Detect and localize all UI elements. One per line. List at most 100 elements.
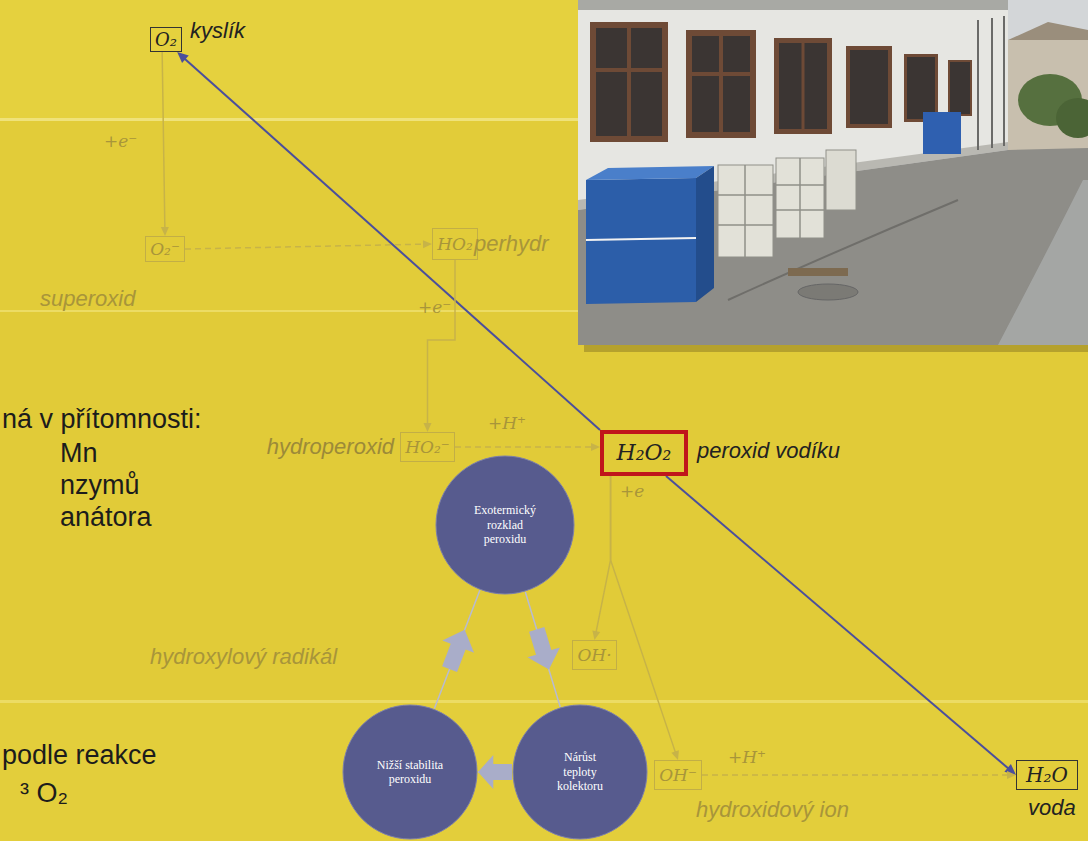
cycle-arrow [478, 755, 512, 789]
photo-scene [904, 54, 938, 122]
water-box: H₂Ovoda [1016, 760, 1078, 790]
photo-scene [907, 57, 935, 119]
background-band [0, 312, 1088, 700]
reaction-step-label: +H⁺ [728, 748, 766, 767]
bullet-text: nzymů [60, 470, 140, 501]
species-name: hydroxidový ion [696, 797, 849, 822]
slide-text: ná v přítomnosti: [2, 404, 202, 435]
photo-scene [799, 158, 801, 238]
arrowhead [1004, 764, 1016, 775]
photo-scene [950, 62, 970, 114]
hydroxyl-radical-box: OH·hydroxylový radikál [572, 640, 617, 670]
arrowhead [591, 443, 600, 451]
arrowhead [423, 240, 432, 248]
circle-text-area: Exotermický rozklad peroxidu [435, 455, 575, 595]
oxygen-box: O₂kyslík [150, 27, 182, 52]
cycle-circle: Nárůst teploty kolektoru [512, 704, 648, 840]
reaction-arrow [666, 476, 1016, 775]
reaction-step-label: +e⁻ [104, 132, 137, 151]
species-name: hydroxylový radikál [150, 644, 337, 669]
formula-text: O₂⁻ [150, 241, 180, 258]
circle-shape [436, 456, 574, 594]
species-name: superoxid [40, 286, 135, 311]
photo-scene [923, 112, 961, 154]
arrowhead [424, 423, 432, 432]
cycle-arrow [525, 592, 560, 707]
reaction-arrow [424, 260, 456, 432]
perhydroxyl-box: HO₂perhydr [432, 228, 478, 260]
arrowhead [671, 750, 679, 760]
arrowhead [161, 227, 169, 236]
photo-scene [788, 268, 848, 276]
reaction-step-label: +H⁺ [488, 414, 526, 433]
superoxide-box: O₂⁻superoxid [145, 236, 185, 262]
reaction-step-label: +e [620, 482, 644, 501]
slide-text: podle reakce [2, 740, 157, 771]
photo-scene [586, 178, 696, 304]
photo-scene [586, 238, 696, 240]
photo-scene [696, 166, 714, 302]
block-arrow [478, 755, 512, 789]
connector-line [611, 476, 677, 755]
photo-scene [776, 158, 824, 238]
connector-line [182, 56, 600, 430]
cycle-connector-line [434, 590, 479, 708]
photo-scene [578, 0, 1088, 345]
connector-line [162, 52, 165, 231]
photo-scene [692, 36, 750, 132]
species-name: voda [1028, 795, 1076, 820]
hydrogen-peroxide-box: H₂O₂peroxid vodíku [600, 430, 688, 476]
connector-line [428, 260, 456, 427]
formula-frame: H₂O [1016, 760, 1078, 790]
reaction-arrow [161, 52, 169, 236]
photo-scene [686, 30, 756, 138]
species-name: hydroperoxid [267, 434, 394, 459]
photo-scene [578, 0, 1008, 10]
cycle-arrow [434, 590, 479, 708]
photo-scene [1056, 98, 1088, 138]
formula-text: HO₂ [437, 236, 473, 253]
photo-scene [744, 165, 746, 257]
formula-frame: H₂O₂ [600, 430, 688, 476]
circle-shape [343, 705, 477, 839]
photo-scene [578, 148, 1088, 345]
photo-scene [774, 38, 832, 134]
reaction-step-label: +e⁻ [418, 298, 451, 317]
photo-scene [578, 0, 1088, 345]
block-arrow [442, 630, 474, 672]
photo-scene [779, 43, 827, 129]
slide-text: ³ O₂ [20, 778, 68, 809]
cycle-step-text: Nižší stabilita peroxidu [376, 758, 444, 787]
formula-text: H₂O [1026, 765, 1068, 785]
cycle-step-text: Exotermický rozklad peroxidu [471, 503, 539, 546]
formula-text: OH· [577, 647, 611, 664]
photo-scene [596, 28, 662, 136]
photo-scene [718, 165, 773, 257]
formula-frame: HO₂ [432, 228, 478, 260]
photo [578, 0, 1088, 352]
photo-scene [627, 28, 631, 136]
cycle-connector-line [478, 771, 512, 773]
photo-scene [846, 46, 892, 128]
formula-frame: OH⁻ [654, 760, 702, 790]
reaction-arrow [185, 240, 432, 249]
cycle-circle: Exotermický rozklad peroxidu [435, 455, 575, 595]
reaction-arrow [592, 476, 610, 640]
photo-scene [1008, 22, 1088, 40]
connector-line [666, 476, 1011, 771]
photo-scene [590, 22, 668, 142]
band-line [0, 700, 1088, 703]
photo-scene [977, 20, 979, 150]
species-name: kyslík [190, 18, 245, 43]
hydroxide-box: OH⁻hydroxidový ion [654, 760, 702, 790]
reaction-arrow [455, 443, 600, 451]
arrowhead [1007, 771, 1016, 779]
connector-line [455, 446, 595, 448]
reaction-arrow [177, 52, 600, 430]
arrowhead [177, 52, 189, 63]
cycle-connector-line [525, 592, 560, 707]
reaction-arrow [702, 771, 1016, 779]
arrowhead [592, 630, 600, 640]
photo-scene [692, 72, 750, 76]
